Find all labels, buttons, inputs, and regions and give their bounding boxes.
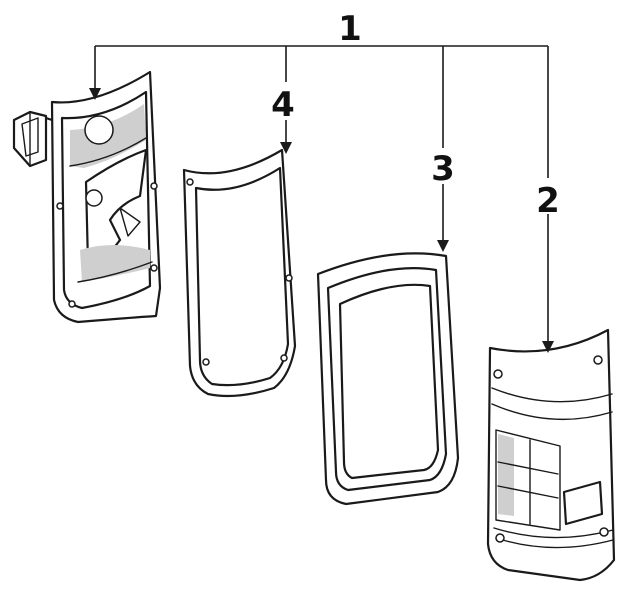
reflector-window <box>562 480 604 526</box>
bezel-mid <box>326 267 448 492</box>
gasket-outer <box>182 148 297 398</box>
callout-3: 3 <box>431 149 455 189</box>
arrow-bezel <box>437 240 449 252</box>
bezel <box>316 252 460 506</box>
lamp-housing <box>12 70 162 324</box>
arrow-gasket <box>280 142 292 154</box>
housing-inner <box>60 90 152 310</box>
housing-outer <box>50 70 162 324</box>
bulb-socket <box>84 115 114 145</box>
callout-1: 1 <box>338 9 362 49</box>
lens <box>486 328 616 582</box>
gasket <box>182 148 297 398</box>
leader-lines <box>89 45 554 353</box>
lens-section <box>495 429 561 531</box>
arrow-lens <box>542 341 554 353</box>
bezel-inner <box>338 283 440 480</box>
gasket-inner <box>194 166 290 387</box>
bezel-outer <box>316 252 460 506</box>
callout-2: 2 <box>536 181 560 221</box>
arrow-housing <box>89 88 101 100</box>
lens-outer <box>486 328 616 582</box>
callout-4: 4 <box>271 85 295 125</box>
